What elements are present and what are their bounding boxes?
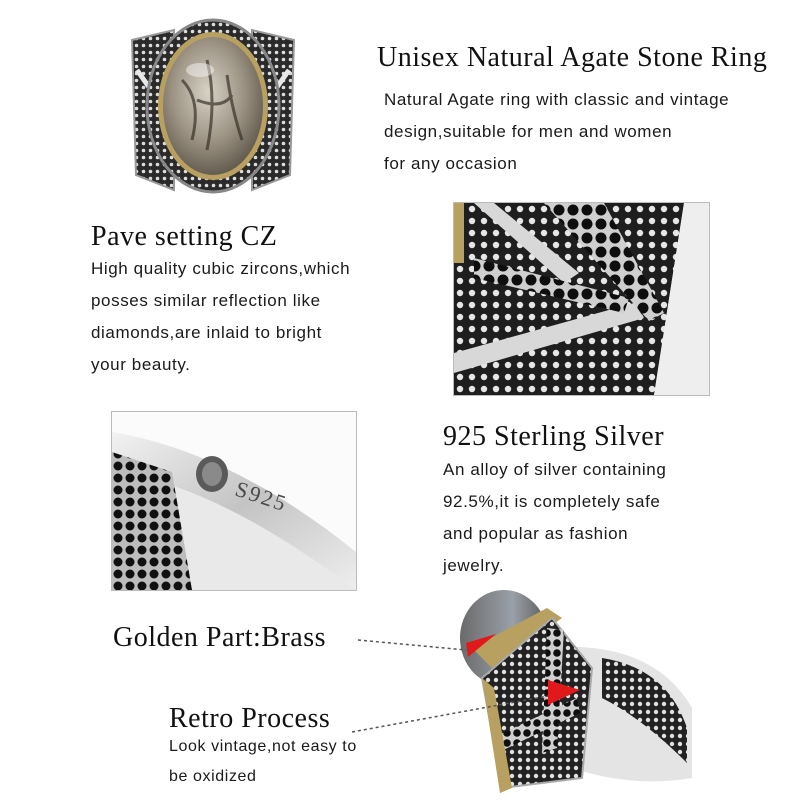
- silver-line-1: An alloy of silver containing: [443, 460, 667, 479]
- retro-line-2: be oxidized: [169, 768, 257, 785]
- agate-line-3: for any occasion: [384, 154, 518, 173]
- retro-line-1: Look vintage,not easy to: [169, 738, 357, 755]
- agate-line-1: Natural Agate ring with classic and vint…: [384, 90, 730, 109]
- pave-title: Pave setting CZ: [91, 221, 278, 252]
- retro-description: Look vintage,not easy to be oxidized: [169, 732, 357, 792]
- silver-line-4: jewelry.: [443, 556, 505, 575]
- pave-line-1: High quality cubic zircons,which: [91, 259, 351, 278]
- pave-line-3: diamonds,are inlaid to bright: [91, 323, 322, 342]
- brass-title: Golden Part:Brass: [113, 622, 327, 653]
- pave-detail-photo: [453, 202, 710, 396]
- silver-description: An alloy of silver containing 92.5%,it i…: [443, 454, 666, 582]
- ring-top-photo: [112, 0, 314, 212]
- pave-line-2: posses similar reflection like: [91, 291, 321, 310]
- agate-title: Unisex Natural Agate Stone Ring: [377, 42, 768, 73]
- ring-side-photo: [452, 588, 692, 800]
- silver-line-3: and popular as fashion: [443, 524, 629, 543]
- agate-line-2: design,suitable for men and women: [384, 122, 673, 141]
- silver-title: 925 Sterling Silver: [443, 421, 665, 452]
- agate-description: Natural Agate ring with classic and vint…: [384, 84, 729, 180]
- pave-description: High quality cubic zircons,which posses …: [91, 253, 350, 381]
- s925-band-photo: [111, 411, 357, 591]
- silver-line-2: 92.5%,it is completely safe: [443, 492, 661, 511]
- pave-line-4: your beauty.: [91, 355, 191, 374]
- retro-title: Retro Process: [169, 703, 331, 734]
- brass-pointer-line: [357, 639, 467, 651]
